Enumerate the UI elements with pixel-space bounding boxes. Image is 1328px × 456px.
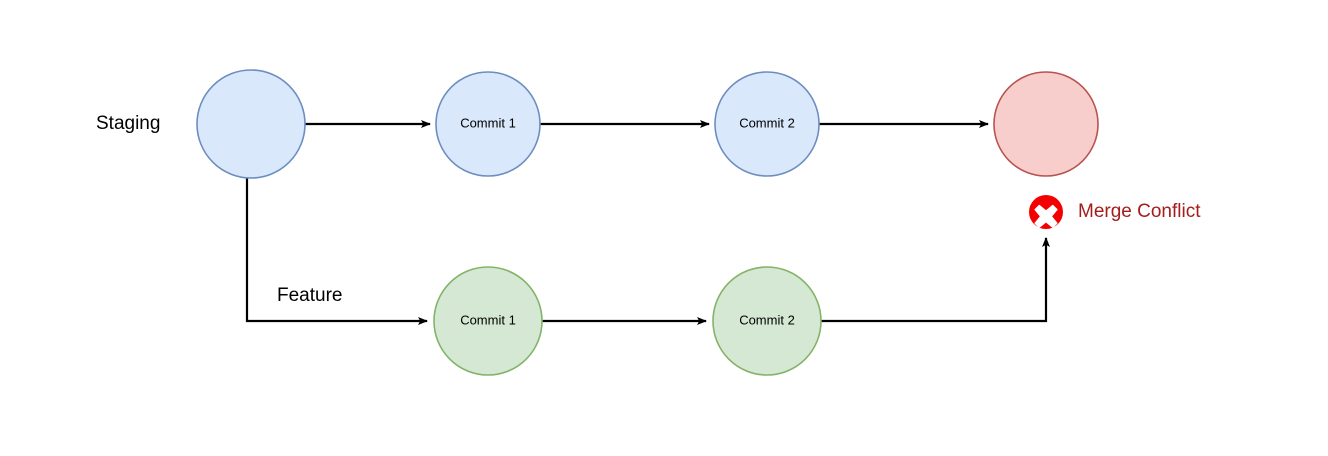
branch-labels-group: Staging Feature [96, 113, 342, 306]
node-staging-commit-2[interactable]: Commit 2 [714, 71, 820, 177]
branch-label-staging: Staging [96, 113, 160, 134]
feature-commit-1-circle[interactable] [433, 266, 543, 376]
merge-conflict-label: Merge Conflict [1078, 201, 1201, 222]
node-feature-commit-1[interactable]: Commit 1 [433, 266, 543, 376]
staging-merge-target-circle[interactable] [993, 71, 1099, 177]
node-feature-commit-2[interactable]: Commit 2 [712, 266, 822, 376]
staging-commit-2-circle[interactable] [714, 71, 820, 177]
node-staging-merge-target[interactable] [993, 71, 1099, 177]
staging-root-circle[interactable] [196, 69, 306, 179]
edges-group [245, 120, 1050, 325]
feature-commit-2-circle[interactable] [712, 266, 822, 376]
merge-conflict-marker: Merge Conflict [1029, 195, 1201, 229]
nodes-group: Commit 1 Commit 2 Commit 1 Commit 2 [196, 69, 1099, 376]
feature-commit-1-label: Commit 1 [460, 312, 516, 327]
edge-feature-commit-2-to-conflict [821, 237, 1050, 323]
staging-commit-1-label: Commit 1 [460, 115, 516, 130]
error-circle-x-icon-glyph [1034, 204, 1058, 228]
staging-commit-1-circle[interactable] [435, 71, 541, 177]
branch-label-feature: Feature [277, 285, 342, 306]
node-staging-root[interactable] [196, 69, 306, 179]
edge-root-to-feature-commit-1 [245, 178, 428, 325]
node-staging-commit-1[interactable]: Commit 1 [435, 71, 541, 177]
staging-commit-2-label: Commit 2 [739, 115, 795, 130]
error-circle-x-icon [1029, 195, 1063, 229]
feature-commit-2-label: Commit 2 [739, 312, 795, 327]
